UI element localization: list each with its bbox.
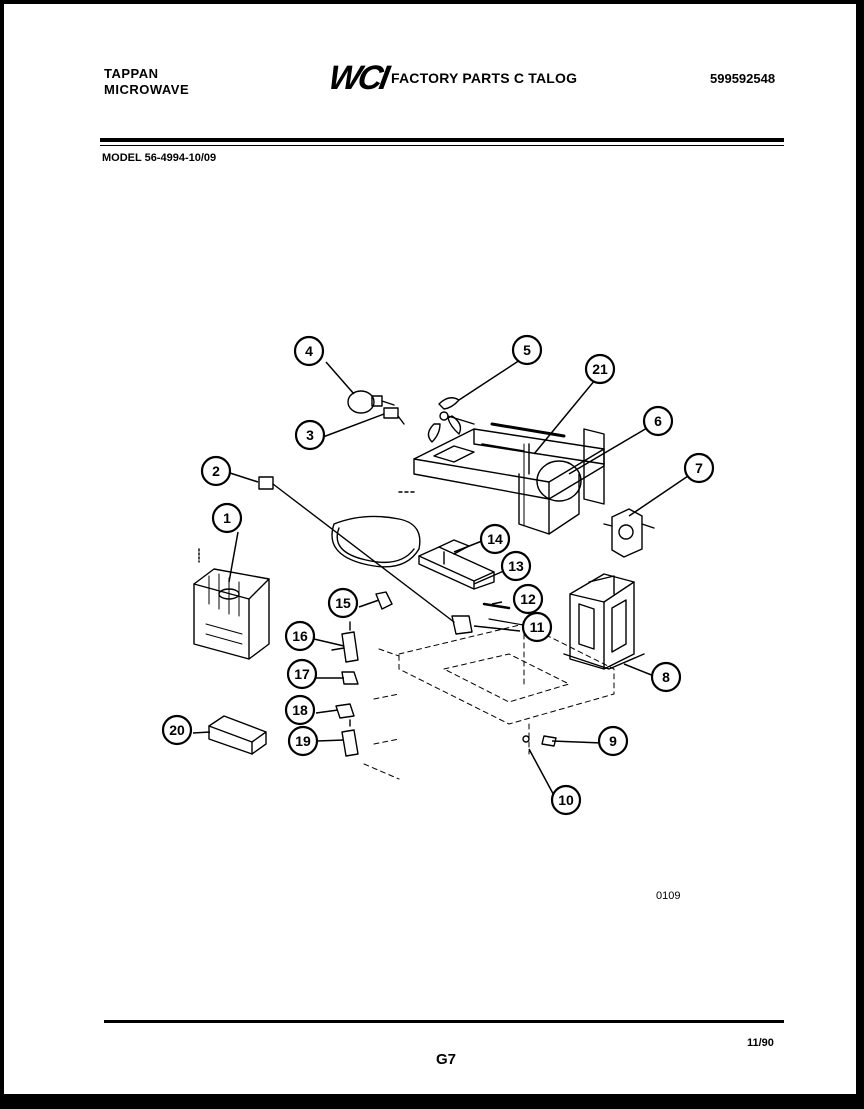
callout-9: 9 <box>597 725 629 757</box>
svg-text:7: 7 <box>695 460 703 476</box>
svg-text:12: 12 <box>520 591 536 607</box>
brand-name: TAPPAN <box>104 66 159 81</box>
revision-date: 11/90 <box>747 1037 774 1049</box>
page-number: G7 <box>436 1051 457 1068</box>
svg-text:16: 16 <box>292 628 308 644</box>
callout-11: 11 <box>521 611 553 643</box>
callout-19: 19 <box>287 725 319 757</box>
callout-12: 12 <box>512 583 544 615</box>
svg-text:13: 13 <box>508 558 524 574</box>
figure-code: 0109 <box>656 890 681 902</box>
svg-text:15: 15 <box>335 595 351 611</box>
svg-text:3: 3 <box>306 427 314 443</box>
callout-17: 17 <box>286 658 318 690</box>
svg-text:17: 17 <box>294 666 310 682</box>
callout-10: 10 <box>550 784 582 816</box>
catalog-page: TAPPAN MICROWAVE WCI FACTORY PARTS C TAL… <box>4 4 856 1094</box>
callout-8: 8 <box>650 661 682 693</box>
chassis-frame-drawing <box>398 422 605 535</box>
svg-text:18: 18 <box>292 702 308 718</box>
callout-20: 20 <box>161 714 193 746</box>
callout-2: 2 <box>200 455 232 487</box>
svg-text:10: 10 <box>558 792 574 808</box>
lamp-socket-drawing <box>383 407 405 425</box>
svg-text:9: 9 <box>609 733 617 749</box>
svg-text:6: 6 <box>654 413 662 429</box>
svg-text:20: 20 <box>169 722 185 738</box>
door-switch-drawing <box>331 621 359 757</box>
control-panel-drawing <box>208 715 267 755</box>
callout-1: 1 <box>211 502 243 534</box>
svg-text:4: 4 <box>305 343 313 359</box>
exploded-parts-diagram: 1 2 3 4 5 21 6 7 14 13 12 11 15 16 17 18… <box>161 334 715 816</box>
callout-21: 21 <box>584 353 616 385</box>
callout-3: 3 <box>294 419 326 451</box>
magnetron-drawing <box>193 548 270 660</box>
power-cord-drawing <box>258 476 455 623</box>
header-rule-thin <box>100 145 784 146</box>
lamp-bulb-drawing <box>347 390 395 414</box>
callout-18: 18 <box>284 694 316 726</box>
interlock-switch-drawing <box>451 615 473 635</box>
svg-text:8: 8 <box>662 669 670 685</box>
callout-7: 7 <box>683 452 715 484</box>
svg-text:14: 14 <box>487 531 503 547</box>
model-number: MODEL 56-4994-10/09 <box>102 152 217 164</box>
footer-rule <box>104 1020 784 1023</box>
callout-6: 6 <box>642 405 674 437</box>
callout-16: 16 <box>284 620 316 652</box>
svg-text:21: 21 <box>592 361 608 377</box>
svg-text:5: 5 <box>523 342 531 358</box>
bracket-drawing <box>375 591 393 610</box>
product-type: MICROWAVE <box>104 82 190 97</box>
callout-13: 13 <box>500 550 532 582</box>
svg-text:19: 19 <box>295 733 311 749</box>
svg-text:11: 11 <box>530 619 545 635</box>
catalog-part-number: 599592548 <box>710 71 776 86</box>
transformer-drawing <box>563 573 645 670</box>
fan-motor-drawing <box>603 508 655 558</box>
svg-text:1: 1 <box>223 510 231 526</box>
header-rule-thick <box>100 138 784 142</box>
capacitor-drawing <box>418 539 495 590</box>
callout-14: 14 <box>479 523 511 555</box>
fan-blade-drawing <box>427 397 475 443</box>
callout-5: 5 <box>511 334 543 366</box>
svg-text:2: 2 <box>212 463 220 479</box>
callout-15: 15 <box>327 587 359 619</box>
catalog-title: FACTORY PARTS C TALOG <box>391 70 578 86</box>
callout-4: 4 <box>293 335 325 367</box>
